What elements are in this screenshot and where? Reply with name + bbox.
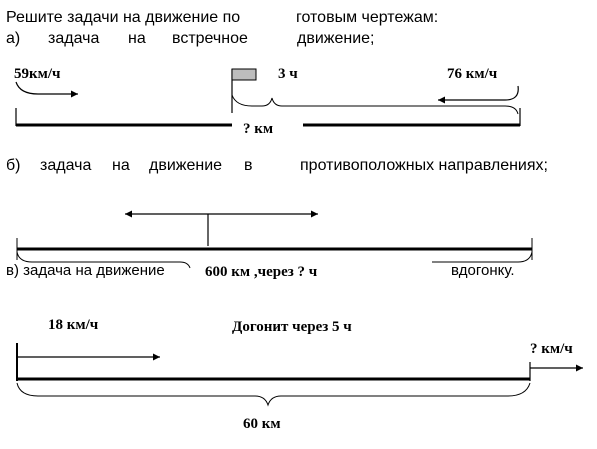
task-b-word-2: на [112, 157, 130, 174]
task-a-left-motion-arrow [15, 81, 78, 98]
task-c-label-part1: в) задача на движение [6, 262, 165, 279]
task-a-distance: ? км [243, 121, 274, 137]
task-b-diagram [16, 210, 533, 269]
intro-text-part2: готовым чертежам: [296, 9, 439, 26]
task-a-right-motion-arrow [438, 85, 519, 104]
task-c-speed-left: 18 км/ч [48, 317, 99, 333]
flag-icon [231, 68, 257, 81]
intro-text-part1: Решите задачи на движение по [6, 9, 241, 26]
task-a-letter: а) [6, 30, 21, 47]
task-b-letter: б) [6, 157, 21, 174]
task-b-distance-brace [16, 251, 533, 269]
task-c-catch-up: Догонит через 5 ч [232, 319, 352, 335]
task-a-word-3: встречное [172, 30, 248, 47]
task-c-distance-brace [16, 382, 531, 407]
task-c-distance: 60 км [243, 416, 281, 432]
task-c-speed-right: ? км/ч [530, 341, 573, 357]
task-a-word-4: движение; [297, 30, 375, 47]
task-a-word-1: задача [48, 30, 100, 47]
task-b-word-5: противоположных направлениях; [300, 157, 548, 174]
task-a-word-2: на [128, 30, 146, 47]
task-a-time-brace [231, 94, 519, 115]
task-b-word-1: задача [40, 157, 92, 174]
task-a-speed-left: 59км/ч [14, 66, 61, 82]
task-c-diagram [16, 343, 583, 407]
task-a-time: 3 ч [278, 66, 298, 82]
task-a-speed-right: 76 км/ч [447, 66, 498, 82]
task-c-label-part2: вдогонку. [451, 262, 515, 279]
task-a-diagram [15, 68, 521, 127]
task-b-word-4: в [244, 157, 253, 174]
task-b-distance: 600 км ,через ? ч [205, 264, 318, 280]
task-b-word-3: движение [149, 157, 223, 174]
